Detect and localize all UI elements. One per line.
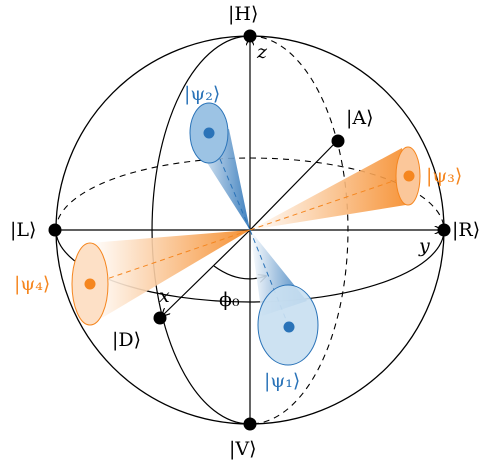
axis-label-x: x <box>159 285 170 307</box>
axis-label-y: y <box>418 235 430 257</box>
state-H-dot <box>243 29 257 43</box>
x-axis <box>162 229 251 316</box>
psi4-point <box>84 278 96 290</box>
label-V: |V⟩ <box>229 438 257 460</box>
state-L-dot <box>48 223 62 237</box>
state-R-dot <box>437 223 451 237</box>
label-R: |R⟩ <box>452 219 480 241</box>
state-A-dot <box>331 134 345 148</box>
equator-back <box>55 157 445 231</box>
axis-a <box>249 141 337 231</box>
label-D: |D⟩ <box>112 329 141 351</box>
label-psi1: |ψ₁⟩ <box>264 370 300 392</box>
label-psi4: |ψ₄⟩ <box>14 273 50 295</box>
label-L: |L⟩ <box>10 219 36 241</box>
state-V-dot <box>243 417 257 431</box>
label-phi0: ϕ₀ <box>219 289 240 311</box>
label-H: |H⟩ <box>228 3 258 25</box>
psi2-point <box>203 127 215 139</box>
psi1-point <box>283 321 295 333</box>
psi4-cone <box>90 230 250 325</box>
label-psi2: |ψ₂⟩ <box>184 83 220 105</box>
label-psi3: |ψ₃⟩ <box>426 165 462 187</box>
axis-label-z: z <box>256 41 268 63</box>
state-D-dot <box>153 311 167 325</box>
psi3-point <box>403 170 415 182</box>
psi4-axis <box>91 229 251 285</box>
label-A: |A⟩ <box>346 107 374 129</box>
psi3-axis <box>249 175 409 231</box>
psi3-cone <box>250 148 412 230</box>
